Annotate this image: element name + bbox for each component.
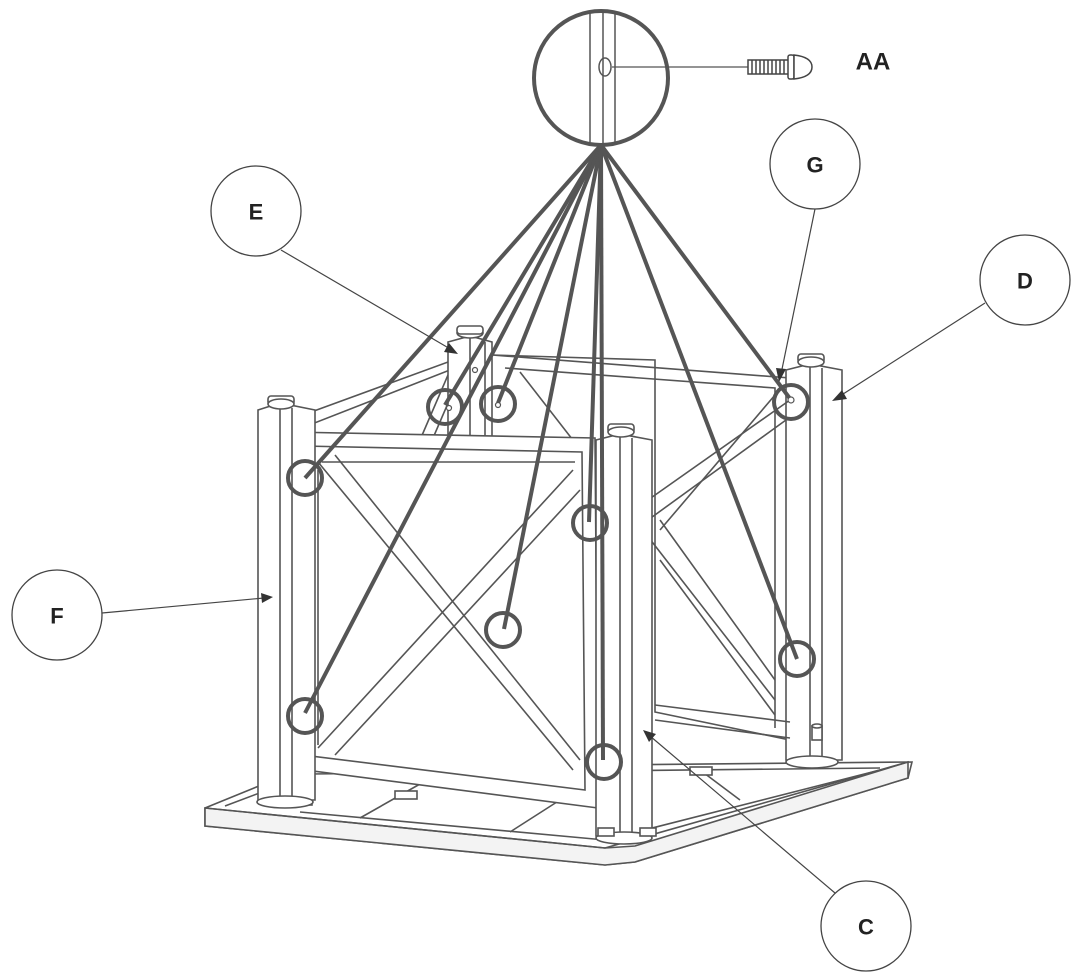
- base-plate: [204, 760, 914, 866]
- screw-location-lines: [303, 143, 799, 761]
- callout-label-e: E: [249, 200, 264, 225]
- screw-location-marker: [585, 743, 623, 781]
- screw-location-marker: [778, 640, 816, 678]
- callout-e: E: [210, 165, 458, 354]
- callout-label-c: C: [858, 915, 874, 940]
- screw-location-markers: [286, 383, 816, 781]
- post-f: [256, 395, 316, 809]
- screw-location-marker: [772, 383, 810, 421]
- screw-location-marker: [571, 504, 609, 542]
- callout-g: G: [769, 118, 861, 382]
- callout-label-aa: AA: [856, 49, 891, 76]
- screw-holes: [445, 366, 795, 412]
- post-c: [595, 423, 657, 845]
- front-panel: [289, 431, 599, 809]
- callout-d: D: [832, 234, 1071, 401]
- screw-aa-icon: [747, 54, 813, 80]
- callout-c: C: [643, 730, 912, 972]
- post-d: [785, 353, 843, 769]
- callout-label-f: F: [50, 604, 63, 629]
- callout-label-g: G: [806, 153, 823, 178]
- screw-location-marker: [286, 697, 324, 735]
- callout-f: F: [11, 569, 273, 661]
- detail-view: [532, 9, 748, 147]
- screw-location-marker: [479, 385, 517, 423]
- screw-location-marker: [286, 459, 324, 497]
- screw-location-marker: [484, 611, 522, 649]
- callout-label-d: D: [1017, 269, 1033, 294]
- screw-location-marker: [426, 388, 464, 426]
